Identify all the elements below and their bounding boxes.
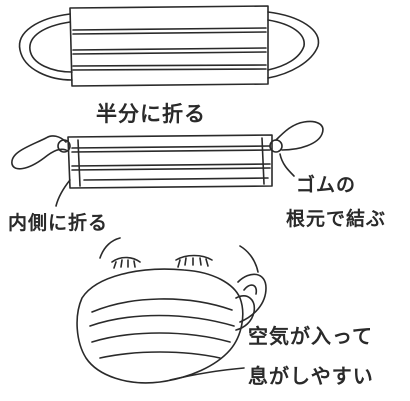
label-fold-in-half: 半分に折る bbox=[96, 102, 206, 126]
label-fold-inside: 内側に折る bbox=[8, 212, 109, 234]
folded-mask bbox=[11, 120, 324, 207]
flat-mask bbox=[18, 5, 320, 87]
label-air-gets-in: 空気が入って bbox=[248, 324, 373, 348]
label-easy-to-breathe: 息がしやすい bbox=[248, 364, 374, 388]
label-rubber: ゴムの bbox=[296, 174, 357, 196]
face-with-mask bbox=[76, 237, 267, 384]
label-tie-at-root: 根元で結ぶ bbox=[286, 208, 387, 230]
